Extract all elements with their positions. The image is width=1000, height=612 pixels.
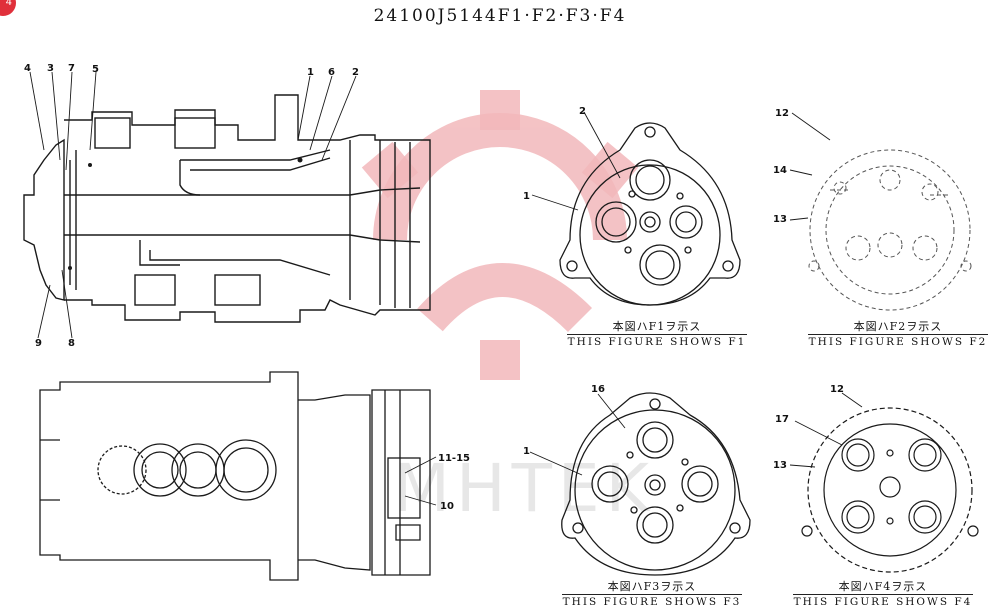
f1-caption-en: THIS FIGURE SHOWS F1	[567, 334, 747, 348]
callout-4: 4	[24, 63, 31, 74]
corner-badge: 4	[0, 0, 16, 16]
f2-end-view	[789, 112, 972, 311]
f1-callout-1: 1	[523, 191, 530, 202]
f4-end-view	[789, 392, 979, 573]
f3-caption: 本図ハF3ヲ示ス THIS FIGURE SHOWS F3	[562, 578, 742, 608]
f1-caption-jp: 本図ハF1ヲ示ス	[612, 320, 702, 333]
f2-caption-jp: 本図ハF2ヲ示ス	[853, 320, 943, 333]
f2-callout-12: 12	[775, 108, 789, 119]
f1-end-view	[531, 111, 741, 306]
f3-end-view	[530, 392, 751, 576]
f1-callout-2: 2	[579, 106, 586, 117]
callout-8: 8	[68, 338, 75, 349]
callout-1: 1	[307, 67, 314, 78]
f1-caption: 本図ハF1ヲ示ス THIS FIGURE SHOWS F1	[567, 318, 747, 348]
watermark-gear-icon	[361, 90, 639, 380]
f2-callout-13: 13	[773, 214, 787, 225]
callout-9: 9	[35, 338, 42, 349]
callout-10: 10	[440, 501, 454, 512]
callout-11-15: 11-15	[438, 453, 470, 464]
f3-caption-en: THIS FIGURE SHOWS F3	[562, 594, 742, 608]
f4-caption-en: THIS FIGURE SHOWS F4	[793, 594, 973, 608]
f3-callout-16: 16	[591, 384, 605, 395]
callout-7: 7	[68, 63, 75, 74]
drawing-title: 24100J5144F1·F2·F3·F4	[373, 6, 627, 26]
f2-caption: 本図ハF2ヲ示ス THIS FIGURE SHOWS F2	[808, 318, 988, 348]
f4-callout-12: 12	[830, 384, 844, 395]
callout-6: 6	[328, 67, 335, 78]
f2-callout-14: 14	[773, 165, 787, 176]
callout-2: 2	[352, 67, 359, 78]
f4-caption-jp: 本図ハF4ヲ示ス	[838, 580, 928, 593]
f4-caption: 本図ハF4ヲ示ス THIS FIGURE SHOWS F4	[793, 578, 973, 608]
f4-callout-17: 17	[775, 414, 789, 425]
f3-callout-1: 1	[523, 446, 530, 457]
f2-caption-en: THIS FIGURE SHOWS F2	[808, 334, 988, 348]
f3-caption-jp: 本図ハF3ヲ示ス	[607, 580, 697, 593]
callout-3: 3	[47, 63, 54, 74]
callout-5: 5	[92, 64, 99, 75]
side-section-view	[23, 71, 431, 339]
watermark-text: MHTEK	[393, 450, 655, 527]
f4-callout-13: 13	[773, 460, 787, 471]
bottom-exterior-view	[39, 371, 437, 581]
